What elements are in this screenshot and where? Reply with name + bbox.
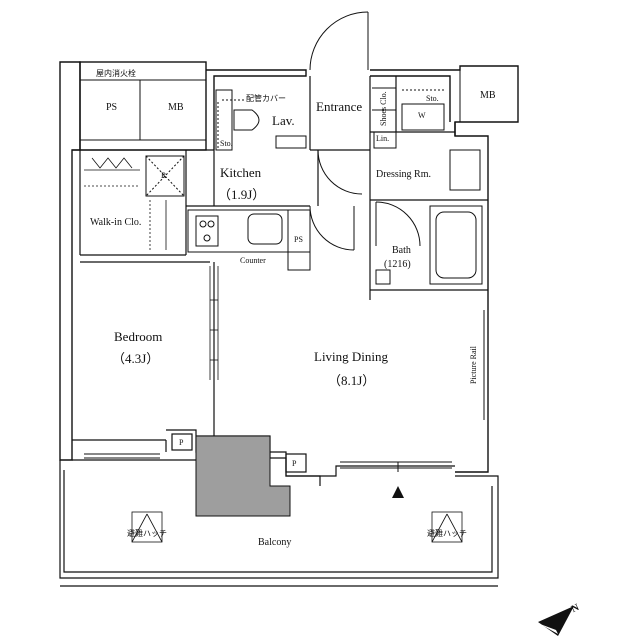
picture-rail-label: Picture Rail — [469, 346, 478, 384]
lin-label: Lin. — [376, 134, 390, 143]
mb-top-right-label: MB — [480, 90, 496, 101]
evacuation-hatches — [131, 511, 463, 543]
ps-mb-block — [80, 65, 519, 141]
sto-lav-label: Sto. — [220, 139, 233, 148]
kitchen-area: （1.9J） — [218, 187, 266, 202]
bedroom-area: （4.3J） — [112, 351, 160, 366]
living-area: （8.1J） — [328, 373, 376, 388]
p-left-label: P — [179, 438, 184, 447]
room-kitchen: Kitchen — [220, 165, 262, 180]
fire-hydrant-label: 屋内消火栓 — [96, 69, 136, 78]
room-bath: Bath — [392, 245, 411, 256]
balcony — [59, 460, 499, 587]
pipe-shaft — [195, 435, 291, 517]
room-dressing: Dressing Rm. — [376, 169, 431, 180]
room-living: Living Dining — [314, 349, 389, 364]
bath-fixtures — [375, 201, 483, 285]
room-bedroom: Bedroom — [114, 329, 163, 344]
room-walkin: Walk-in Clo. — [90, 217, 142, 228]
ps-kitchen-label: PS — [294, 235, 303, 244]
mb-top-left-label: MB — [168, 102, 184, 113]
sto-right-label: Sto. — [426, 94, 439, 103]
washer-storage — [373, 89, 481, 191]
room-balcony: Balcony — [258, 537, 292, 548]
walkin-shelves — [84, 157, 167, 250]
interior-walls — [72, 76, 488, 461]
room-lav: Lav. — [272, 113, 295, 128]
entry-arrow-icon — [392, 486, 404, 498]
counter-label: Counter — [240, 256, 266, 265]
windows — [84, 310, 485, 472]
p-right-label: P — [292, 459, 297, 468]
w-label: W — [418, 111, 426, 120]
refrigerator-label: R — [161, 171, 167, 180]
ps-top-label: PS — [106, 102, 118, 113]
pipe-cover-label: 配管カバー — [246, 94, 286, 103]
entrance-door — [309, 11, 396, 195]
room-entrance: Entrance — [316, 99, 363, 114]
hatch-right-label: 避難ハッチ — [427, 529, 467, 538]
shoes-label: Shoes Clo. — [379, 91, 388, 126]
bath-size: (1216) — [384, 259, 411, 270]
hatch-left-label: 避難ハッチ — [127, 529, 167, 538]
lavatory-fixtures — [215, 89, 307, 151]
kitchen-fixtures — [145, 155, 355, 271]
sliding-door-bedroom — [209, 266, 219, 380]
compass-icon — [538, 606, 574, 636]
